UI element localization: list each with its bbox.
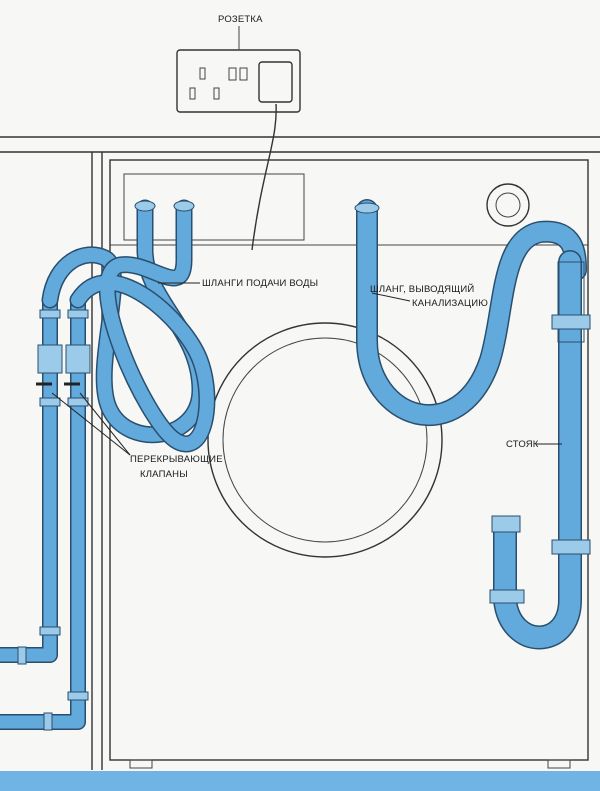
supply-hose-2 (69, 199, 216, 453)
label-riser: СТОЯК (506, 439, 539, 450)
label-drain-hose-line1: ШЛАНГ, ВЫВОДЯЩИЙ (370, 283, 474, 295)
label-shutoff-valves-line2: КЛАПАНЫ (140, 469, 188, 480)
supply-pipe-left (0, 292, 61, 665)
label-drain-hose-line2: КАНАЛИЗАЦИЮ (412, 298, 488, 309)
shutoff-valve-left (36, 309, 63, 407)
label-shutoff-valves-line1: ПЕРЕКРЫВАЮЩИЕ (130, 454, 223, 465)
label-socket: РОЗЕТКА (218, 14, 263, 25)
power-cord (251, 103, 277, 251)
power-socket (176, 49, 301, 251)
left-cabinet (91, 152, 103, 770)
pipes (0, 199, 591, 731)
control-panel (123, 173, 305, 241)
riser-pipe (489, 250, 591, 650)
supply-pipe-right (0, 292, 89, 731)
label-supply-hoses: ШЛАНГИ ПОДАЧИ ВОДЫ (202, 278, 318, 289)
floor (0, 771, 600, 791)
labels: РОЗЕТКА ШЛАНГИ ПОДАЧИ ВОДЫ ШЛАНГ, ВЫВОДЯ… (130, 14, 539, 480)
leader-lines (51, 282, 562, 456)
machine-door (207, 322, 443, 558)
shutoff-valve-right (64, 309, 91, 407)
drain-hose (356, 199, 587, 427)
drain-wall-outlet (486, 183, 530, 227)
water-inlets (134, 200, 380, 214)
worktop (0, 136, 600, 153)
